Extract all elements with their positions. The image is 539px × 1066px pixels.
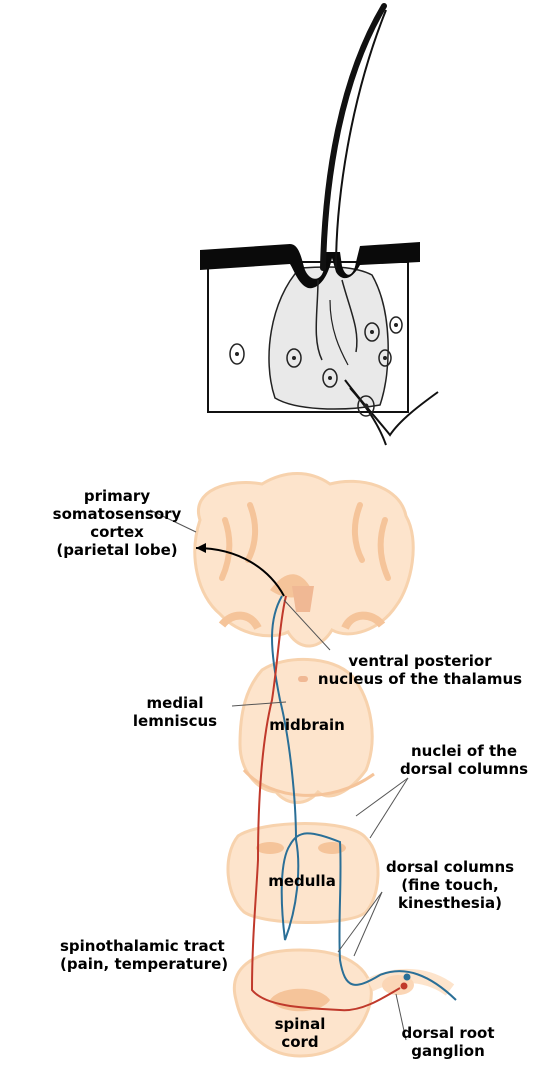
label-ventral-posterior-nucleus: ventral posterior nucleus of the thalamu…	[302, 652, 538, 688]
label-line: cord	[268, 1033, 332, 1051]
label-line: lemniscus	[120, 712, 230, 730]
label-medulla: medulla	[262, 872, 342, 890]
hair-follicle-illustration	[200, 6, 438, 445]
label-line: kinesthesia)	[362, 894, 538, 912]
label-line: dorsal root	[388, 1024, 508, 1042]
label-line: medulla	[262, 872, 342, 890]
label-line: somatosensory	[22, 505, 212, 523]
label-nuclei-dorsal-columns: nuclei of the dorsal columns	[392, 742, 536, 778]
label-dorsal-root-ganglion: dorsal root ganglion	[388, 1024, 508, 1060]
label-spinal-cord: spinal cord	[268, 1015, 332, 1051]
label-line: cortex	[22, 523, 212, 541]
label-line: (parietal lobe)	[22, 541, 212, 559]
label-line: dorsal columns	[392, 760, 536, 778]
label-line: nuclei of the	[392, 742, 536, 760]
label-line: dorsal columns	[362, 858, 538, 876]
label-dorsal-columns: dorsal columns (fine touch, kinesthesia)	[362, 858, 538, 912]
label-line: ventral posterior	[302, 652, 538, 670]
label-line: primary	[22, 487, 212, 505]
label-midbrain: midbrain	[262, 716, 352, 734]
label-line: spinal	[268, 1015, 332, 1033]
label-line: spinothalamic tract	[60, 937, 260, 955]
label-primary-cortex: primary somatosensory cortex (parietal l…	[22, 487, 212, 559]
label-line: midbrain	[262, 716, 352, 734]
cerebral-section	[195, 474, 413, 647]
label-line: ganglion	[388, 1042, 508, 1060]
label-line: (fine touch,	[362, 876, 538, 894]
label-line: medial	[120, 694, 230, 712]
label-medial-lemniscus: medial lemniscus	[120, 694, 230, 730]
label-line: nucleus of the thalamus	[302, 670, 538, 688]
label-line: (pain, temperature)	[60, 955, 260, 973]
label-spinothalamic-tract: spinothalamic tract (pain, temperature)	[60, 937, 260, 973]
